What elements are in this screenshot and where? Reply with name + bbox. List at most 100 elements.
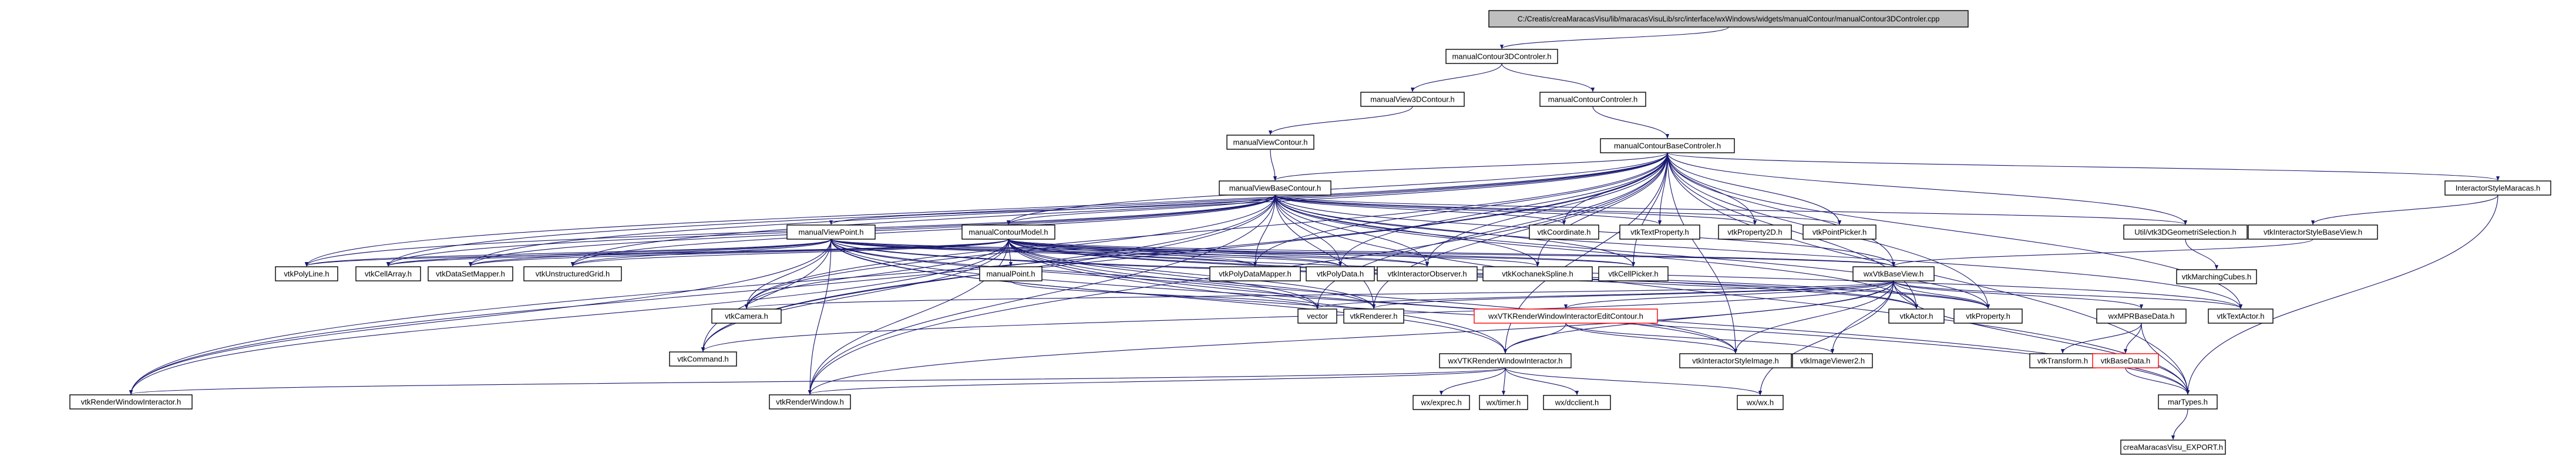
node-vtktextproperty-h[interactable]: vtkTextProperty.h [1619, 224, 1700, 240]
edge-mcm-to-vio [1008, 239, 1429, 267]
node-box [1679, 353, 1792, 368]
node-label: vtkInteractorObserver.h [1387, 270, 1467, 279]
node-wx-exprec-h[interactable]: wx/exprec.h [1413, 395, 1470, 410]
node-vtkproperty2d-h[interactable]: vtkProperty2D.h [1718, 224, 1792, 240]
node-box [1209, 266, 1301, 281]
node-vtkactor-h[interactable]: vtkActor.h [1888, 308, 1945, 324]
node-util-vtk3dgeometriselection-h[interactable]: Util/vtk3DGeometriSelection.h [2123, 224, 2248, 240]
node-vtkkochanekspline-h[interactable]: vtkKochanekSpline.h [1482, 266, 1593, 281]
edge-mcbc-to-vug [571, 152, 1668, 267]
node-vtktransform-h[interactable]: vtkTransform.h [2029, 353, 2096, 368]
node-vtkrenderwindow-h[interactable]: vtkRenderWindow.h [769, 394, 851, 410]
edge-mvp-to-vpolyline [305, 239, 832, 267]
node-vtkcamera-h[interactable]: vtkCamera.h [711, 308, 782, 324]
node-c-creatis-creamaracasvisu-lib-maracasvisulib-src-interface-w[interactable]: C:/Creatis/creaMaracasVisu/lib/maracasVi… [1488, 10, 1969, 28]
node-box [1852, 266, 1935, 281]
node-label: vtkProperty.h [1966, 312, 2010, 321]
node-manualcontourcontroler-h[interactable]: manualContourControler.h [1539, 92, 1646, 107]
edge-mvbc-to-vactor [1274, 194, 1919, 309]
node-label: manualPoint.h [986, 270, 1035, 279]
edge-ism-to-martypes [2185, 194, 2498, 395]
node-box [1888, 308, 1945, 324]
node-manualpoint-h[interactable]: manualPoint.h [979, 266, 1042, 281]
node-manualcontour3dcontroler-h[interactable]: manualContour3DControler.h [1445, 49, 1558, 64]
node-box [1439, 353, 1572, 368]
node-vtkdatasetmapper-h[interactable]: vtkDataSetMapper.h [428, 266, 513, 281]
node-vector[interactable]: vector [1297, 308, 1337, 324]
node-vtkproperty-h[interactable]: vtkProperty.h [1953, 308, 2023, 324]
node-vtkrenderer-h[interactable]: vtkRenderer.h [1343, 308, 1404, 324]
node-vtkpointpicker-h[interactable]: vtkPointPicker.h [1802, 224, 1876, 240]
edge-mcm-to-vpolyline [305, 239, 1009, 267]
node-label: vtkRenderer.h [1350, 312, 1398, 321]
node-creamaracasvisu-export-h[interactable]: creaMaracasVisu_EXPORT.h [2120, 439, 2226, 455]
node-box [1297, 308, 1337, 324]
node-manualview3dcontour-h[interactable]: manualView3DContour.h [1360, 92, 1465, 107]
node-label: vtkImageViewer2.h [1800, 357, 1865, 365]
node-label: wxVTKRenderWindowInteractorEditContour.h [1488, 312, 1643, 321]
node-vtkinteractorstyleimage-h[interactable]: vtkInteractorStyleImage.h [1679, 353, 1792, 368]
node-label: vtkMarchingCubes.h [2182, 273, 2252, 281]
node-wxvtkrenderwindowinteractoreditcontour-h[interactable]: wxVTKRenderWindowInteractorEditContour.h [1474, 308, 1658, 324]
edge-mcbc-to-wxvbv [1667, 152, 1896, 267]
node-wxvtkbaseview-h[interactable]: wxVtkBaseView.h [1852, 266, 1935, 281]
edge-mcbc-to-vpolyline [305, 152, 1668, 267]
edge-mvbc-to-vtextprop [1274, 194, 1662, 225]
node-vtkpolydatamapper-h[interactable]: vtkPolyDataMapper.h [1209, 266, 1301, 281]
edge-wxvbv-to-vrenderer [1372, 280, 1894, 309]
node-martypes-h[interactable]: marTypes.h [2158, 394, 2218, 410]
node-label: vtkCellArray.h [365, 270, 412, 279]
node-vtkpolydata-h[interactable]: vtkPolyData.h [1306, 266, 1375, 281]
edge-mvp-to-vrw [808, 239, 832, 395]
node-label: vtkProperty2D.h [1727, 228, 1782, 237]
node-box [1953, 308, 2023, 324]
node-vtkpolyline-h[interactable]: vtkPolyLine.h [275, 266, 338, 281]
node-vtktextactor-h[interactable]: vtkTextActor.h [2208, 308, 2274, 324]
node-wx-dcclient-h[interactable]: wx/dcclient.h [1543, 395, 1611, 410]
edge-wxvrwiec-to-vismage [1565, 323, 1737, 354]
node-vtkinteractorobserver-h[interactable]: vtkInteractorObserver.h [1377, 266, 1478, 281]
node-manualviewcontour-h[interactable]: manualViewContour.h [1226, 135, 1314, 150]
node-vtkmarchingcubes-h[interactable]: vtkMarchingCubes.h [2176, 269, 2257, 284]
node-label: Util/vtk3DGeometriSelection.h [2134, 228, 2236, 237]
node-label: vtkPointPicker.h [1812, 228, 1867, 237]
node-box [1539, 92, 1646, 107]
node-vtkcoordinate-h[interactable]: vtkCoordinate.h [1529, 224, 1599, 240]
edge-mcbc-to-vks [1535, 152, 1668, 267]
node-vtkcellpicker-h[interactable]: vtkCellPicker.h [1598, 266, 1669, 281]
node-label: manualContourBaseControler.h [1614, 142, 1721, 150]
node-vtkinteractorstylebaseview-h[interactable]: vtkInteractorStyleBaseView.h [2248, 224, 2378, 240]
edge-mvp-to-vdsm [469, 239, 832, 267]
node-wx-timer-h[interactable]: wx/timer.h [1479, 395, 1528, 410]
node-wxmprbasedata-h[interactable]: wxMPRBaseData.h [2096, 308, 2187, 324]
node-wxvtkrenderwindowinteractor-h[interactable]: wxVTKRenderWindowInteractor.h [1439, 353, 1572, 368]
node-manualcontourmodel-h[interactable]: manualContourModel.h [961, 224, 1055, 240]
node-manualviewbasecontour-h[interactable]: manualViewBaseContour.h [1219, 180, 1331, 196]
node-box [769, 394, 851, 410]
node-vtkunstructuredgrid-h[interactable]: vtkUnstructuredGrid.h [523, 266, 622, 281]
edge-wxvbv-to-vcamera [745, 280, 1894, 309]
node-vtkrenderwindowinteractor-h[interactable]: vtkRenderWindowInteractor.h [69, 394, 193, 410]
node-vtkbasedata-h[interactable]: vtkBaseData.h [2092, 353, 2159, 368]
node-label: vtkPolyDataMapper.h [1219, 270, 1292, 279]
edge-wxvbv-to-vismage [1733, 280, 1894, 354]
node-box [1306, 266, 1375, 281]
node-vtkcellarray-h[interactable]: vtkCellArray.h [355, 266, 421, 281]
edge-mcm-to-vug [571, 239, 1009, 267]
node-vtkimageviewer2-h[interactable]: vtkImageViewer2.h [1792, 353, 1873, 368]
node-label: wxVTKRenderWindowInteractor.h [1447, 357, 1562, 365]
node-vtkcommand-h[interactable]: vtkCommand.h [669, 351, 737, 367]
node-interactorstylemaracas-h[interactable]: InteractorStyleMaracas.h [2444, 180, 2551, 196]
node-box [1598, 266, 1669, 281]
edge-mvbc-to-vprop2d [1274, 194, 1757, 225]
node-box [2029, 353, 2096, 368]
edge-mcbc-to-ism [1667, 152, 2500, 181]
node-manualviewpoint-h[interactable]: manualViewPoint.h [786, 224, 876, 240]
node-wx-wx-h[interactable]: wx/wx.h [1737, 395, 1784, 410]
edge-mcm-to-vcamera [744, 239, 1009, 309]
edge-wxvbv-to-vproperty [1893, 280, 1990, 309]
edge-ism-to-visbv [2311, 194, 2498, 225]
edge-wxvbv-to-wxwx [1758, 280, 1894, 395]
node-manualcontourbasecontroler-h[interactable]: manualContourBaseControler.h [1600, 138, 1735, 153]
